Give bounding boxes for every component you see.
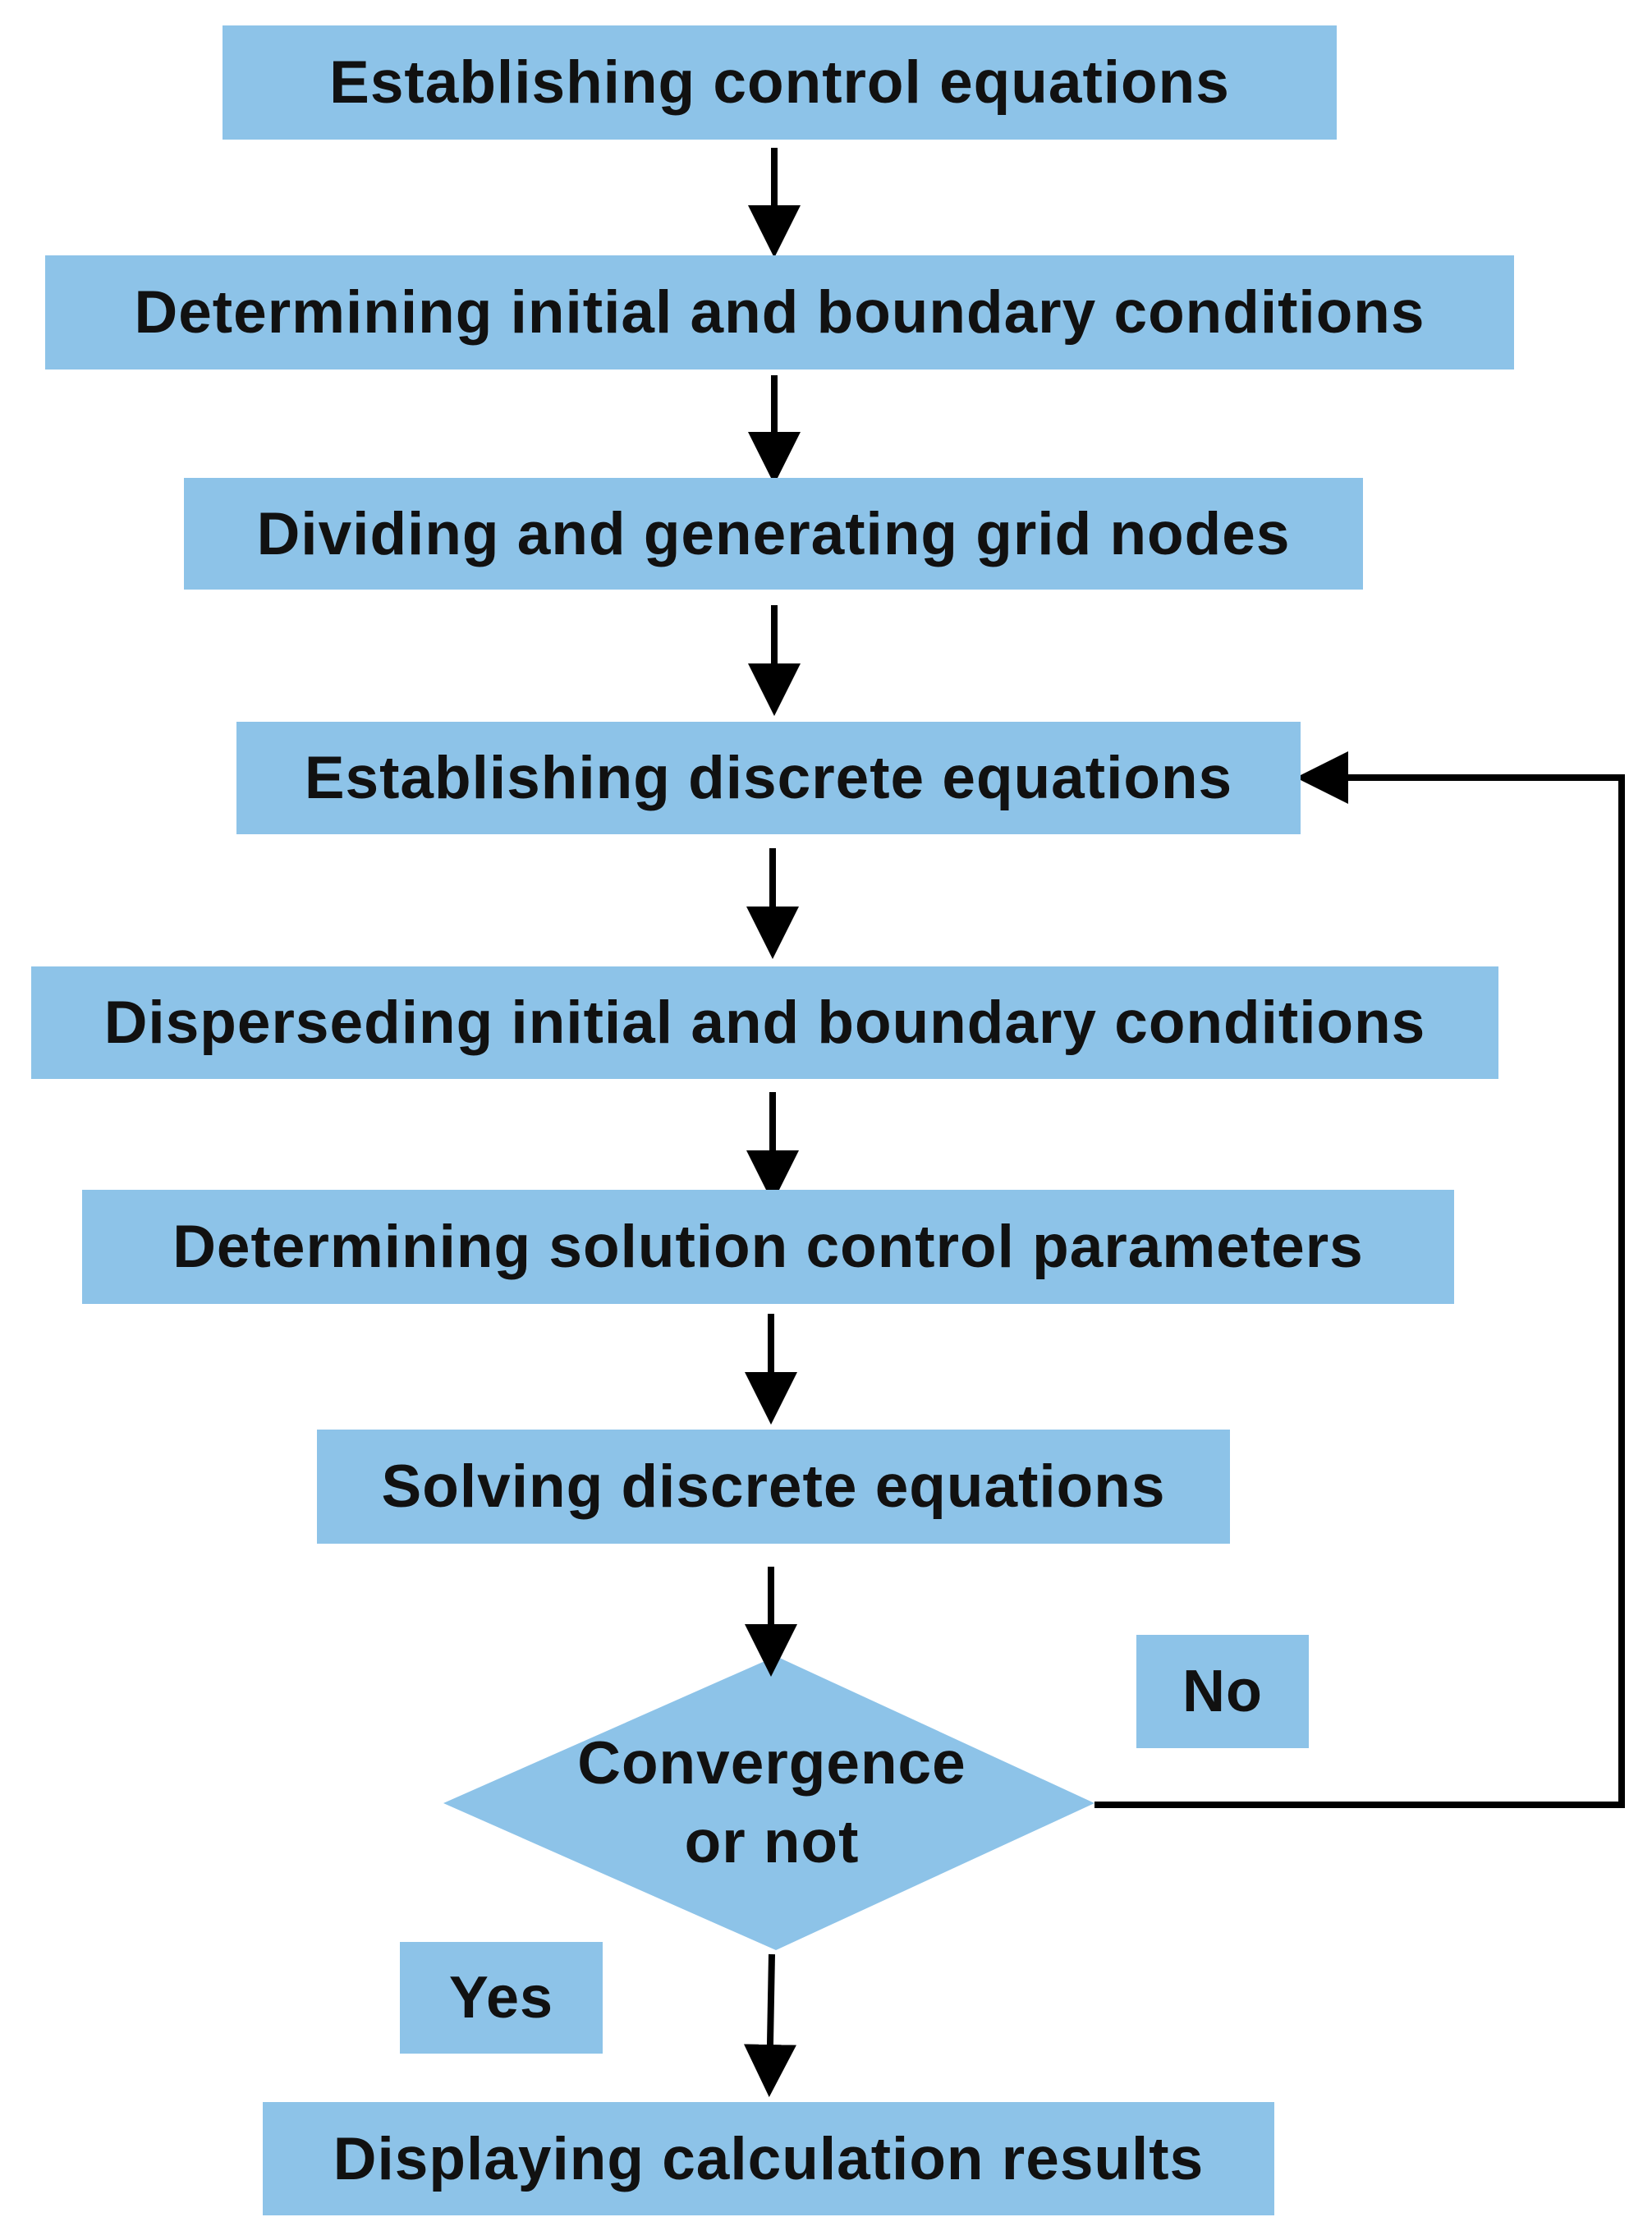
step-label: Disperseding initial and boundary condit…	[103, 989, 1426, 1056]
step-determining-initial-boundary: Determining initial and boundary conditi…	[45, 255, 1514, 370]
step-disperseding-conditions: Disperseding initial and boundary condit…	[31, 966, 1498, 1079]
decision-line-2: or not	[684, 1809, 860, 1875]
step-establishing-control-equations: Establishing control equations	[223, 25, 1337, 140]
decision-label: Convergence or not	[443, 1724, 1100, 1882]
step-label: Establishing discrete equations	[304, 745, 1233, 811]
step-label: Solving discrete equations	[381, 1453, 1166, 1520]
step-label: Displaying calculation results	[333, 2125, 1205, 2192]
decision-line-1: Convergence	[577, 1730, 966, 1797]
step-label: Establishing control equations	[329, 49, 1230, 116]
step-label: Dividing and generating grid nodes	[256, 500, 1291, 567]
branch-no-label: No	[1136, 1635, 1309, 1748]
step-dividing-grid-nodes: Dividing and generating grid nodes	[184, 478, 1363, 590]
step-solving-discrete-equations: Solving discrete equations	[317, 1430, 1230, 1544]
step-displaying-results: Displaying calculation results	[263, 2102, 1274, 2215]
arrow-no-loop	[1094, 751, 1625, 1808]
branch-yes-label: Yes	[400, 1942, 603, 2054]
step-establishing-discrete-equations: Establishing discrete equations	[236, 722, 1301, 834]
step-label: Determining solution control parameters	[172, 1214, 1364, 1280]
decision-diamond	[443, 1656, 1094, 1950]
step-label: Determining initial and boundary conditi…	[134, 279, 1425, 346]
step-solution-control-parameters: Determining solution control parameters	[82, 1190, 1454, 1304]
arrow-decision-to-final	[743, 1953, 796, 2097]
